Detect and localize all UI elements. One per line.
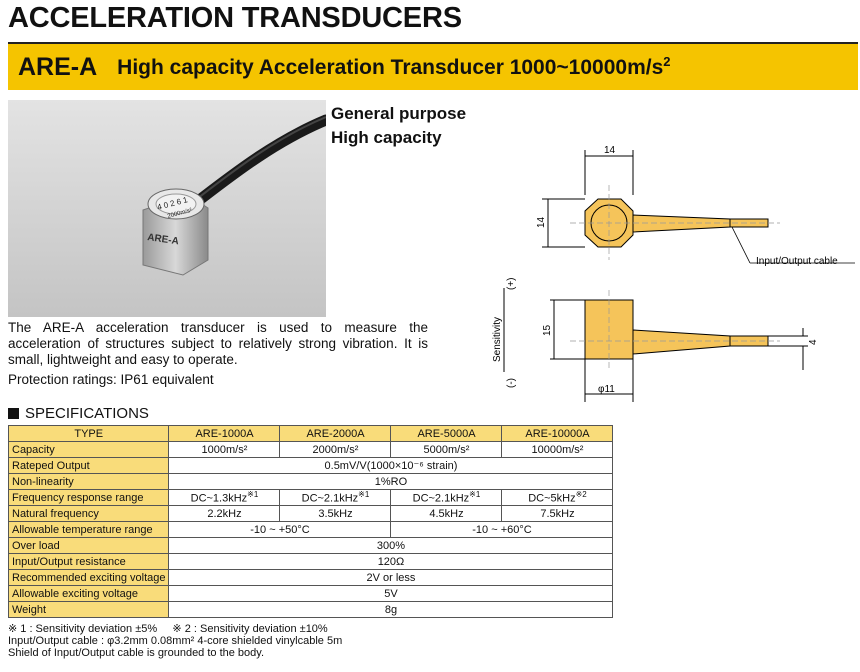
table-row: Over load 300%: [7, 537, 614, 554]
table-cell: DC~1.3kHz※1: [168, 489, 281, 506]
cell-value: DC~2.1kHz: [301, 492, 359, 505]
page-title: ACCELERATION TRANSDUCERS: [8, 2, 462, 34]
table-cell: 2.2kHz: [168, 505, 281, 522]
row-label: Non-linearity: [7, 473, 170, 490]
footnote-line: Shield of Input/Output cable is grounded…: [8, 647, 265, 659]
model-description-superscript: 2: [663, 54, 671, 69]
model-code: ARE-A: [18, 52, 98, 81]
table-cell: 4.5kHz: [390, 505, 503, 522]
specifications-table: TYPE ARE-1000A ARE-2000A ARE-5000A ARE-1…: [7, 425, 614, 618]
row-label: Frequency response range: [7, 489, 170, 506]
footnote-line: Input/Output cable : φ3.2mm 0.08mm² 4-co…: [8, 635, 343, 647]
table-cell: 1%RO: [168, 473, 614, 490]
table-cell: 2000m/s²: [279, 441, 392, 458]
product-photo-illustration: 4 0 2 6 1 2000m/s² ARE-A: [8, 100, 326, 317]
product-photo: 4 0 2 6 1 2000m/s² ARE-A: [8, 100, 326, 317]
table-row: Input/Output resistance 120Ω: [7, 553, 614, 570]
footnote-mark: ※1: [358, 490, 370, 500]
table-row: Allowable exciting voltage 5V: [7, 585, 614, 602]
table-row: Frequency response range DC~1.3kHz※1 DC~…: [7, 489, 614, 506]
table-row: Recommended exciting voltage 2V or less: [7, 569, 614, 586]
dimension-drawing-svg: 14 14 Input/Output cable 15 4 φ11 Sens: [492, 145, 855, 402]
cell-value: DC~5kHz: [528, 492, 576, 505]
feature-item: High capacity: [331, 128, 442, 147]
table-cell: -10 ~ +60°C: [390, 521, 614, 538]
specifications-heading-text: SPECIFICATIONS: [25, 405, 149, 422]
table-cell: DC~2.1kHz※1: [279, 489, 392, 506]
sensitivity-plus: (+): [506, 278, 517, 291]
model-banner: ARE-A High capacity Acceleration Transdu…: [8, 42, 858, 90]
table-cell: 7.5kHz: [501, 505, 614, 522]
table-row: Weight 8g: [7, 601, 614, 618]
feature-item: General purpose: [331, 104, 467, 123]
table-cell: 3.5kHz: [279, 505, 392, 522]
dim-side-width: 14: [536, 216, 547, 228]
table-header-cell: ARE-5000A: [390, 425, 503, 442]
table-cell: 8g: [168, 601, 614, 618]
table-header-cell: TYPE: [7, 425, 170, 442]
photo-body-label: ARE-A: [147, 232, 180, 247]
table-cell: 0.5mV/V(1000×10⁻⁶ strain): [168, 457, 614, 474]
row-label: Recommended exciting voltage: [7, 569, 170, 586]
table-row: Capacity 1000m/s² 2000m/s² 5000m/s² 1000…: [7, 441, 614, 458]
row-label: Weight: [7, 601, 170, 618]
table-cell: 1000m/s²: [168, 441, 281, 458]
product-description: The ARE-A acceleration transducer is use…: [8, 320, 428, 367]
specifications-heading: SPECIFICATIONS: [8, 405, 149, 422]
row-label: Rateped Output: [7, 457, 170, 474]
row-label: Natural frequency: [7, 505, 170, 522]
feature-list: General purpose High capacity: [331, 102, 466, 150]
model-description: High capacity Acceleration Transducer 10…: [117, 54, 670, 80]
table-cell: 10000m/s²: [501, 441, 614, 458]
dim-top-width: 14: [604, 145, 616, 156]
table-header-cell: ARE-1000A: [168, 425, 281, 442]
dimension-drawing: 14 14 Input/Output cable 15 4 φ11 Sens: [480, 140, 860, 415]
dim-diameter: φ11: [598, 384, 615, 395]
footnote-mark: ※2: [575, 490, 587, 500]
sensitivity-label: Sensitivity: [492, 317, 503, 362]
table-header-cell: ARE-2000A: [279, 425, 392, 442]
row-label: Over load: [7, 537, 170, 554]
table-header-row: TYPE ARE-1000A ARE-2000A ARE-5000A ARE-1…: [7, 425, 614, 442]
table-header-cell: ARE-10000A: [501, 425, 614, 442]
table-cell: 120Ω: [168, 553, 614, 570]
table-cell: DC~5kHz※2: [501, 489, 614, 506]
row-label: Capacity: [7, 441, 170, 458]
model-description-text: High capacity Acceleration Transducer 10…: [117, 56, 664, 79]
row-label: Allowable exciting voltage: [7, 585, 170, 602]
row-label: Input/Output resistance: [7, 553, 170, 570]
table-cell: 2V or less: [168, 569, 614, 586]
footnote-line: ※ 1 : Sensitivity deviation ±5% ※ 2 : Se…: [8, 623, 328, 635]
table-cell: DC~2.1kHz※1: [390, 489, 503, 506]
table-cell: 300%: [168, 537, 614, 554]
table-cell: 5V: [168, 585, 614, 602]
table-row: Allowable temperature range -10 ~ +50°C …: [7, 521, 614, 538]
footnote-mark: ※1: [247, 490, 259, 500]
dim-height: 15: [542, 324, 553, 336]
dim-cable: 4: [808, 339, 819, 345]
table-row: Rateped Output 0.5mV/V(1000×10⁻⁶ strain): [7, 457, 614, 474]
sensitivity-minus: (-): [506, 378, 517, 388]
square-bullet-icon: [8, 408, 19, 419]
table-row: Natural frequency 2.2kHz 3.5kHz 4.5kHz 7…: [7, 505, 614, 522]
footnote-mark: ※1: [469, 490, 481, 500]
cable-label: Input/Output cable: [756, 256, 838, 267]
cell-value: DC~2.1kHz: [412, 492, 470, 505]
table-row: Non-linearity 1%RO: [7, 473, 614, 490]
table-cell: 5000m/s²: [390, 441, 503, 458]
row-label: Allowable temperature range: [7, 521, 170, 538]
protection-rating: Protection ratings: IP61 equivalent: [8, 372, 214, 387]
footnotes: ※ 1 : Sensitivity deviation ±5% ※ 2 : Se…: [8, 623, 342, 659]
cell-value: DC~1.3kHz: [190, 492, 248, 505]
table-cell: -10 ~ +50°C: [168, 521, 392, 538]
